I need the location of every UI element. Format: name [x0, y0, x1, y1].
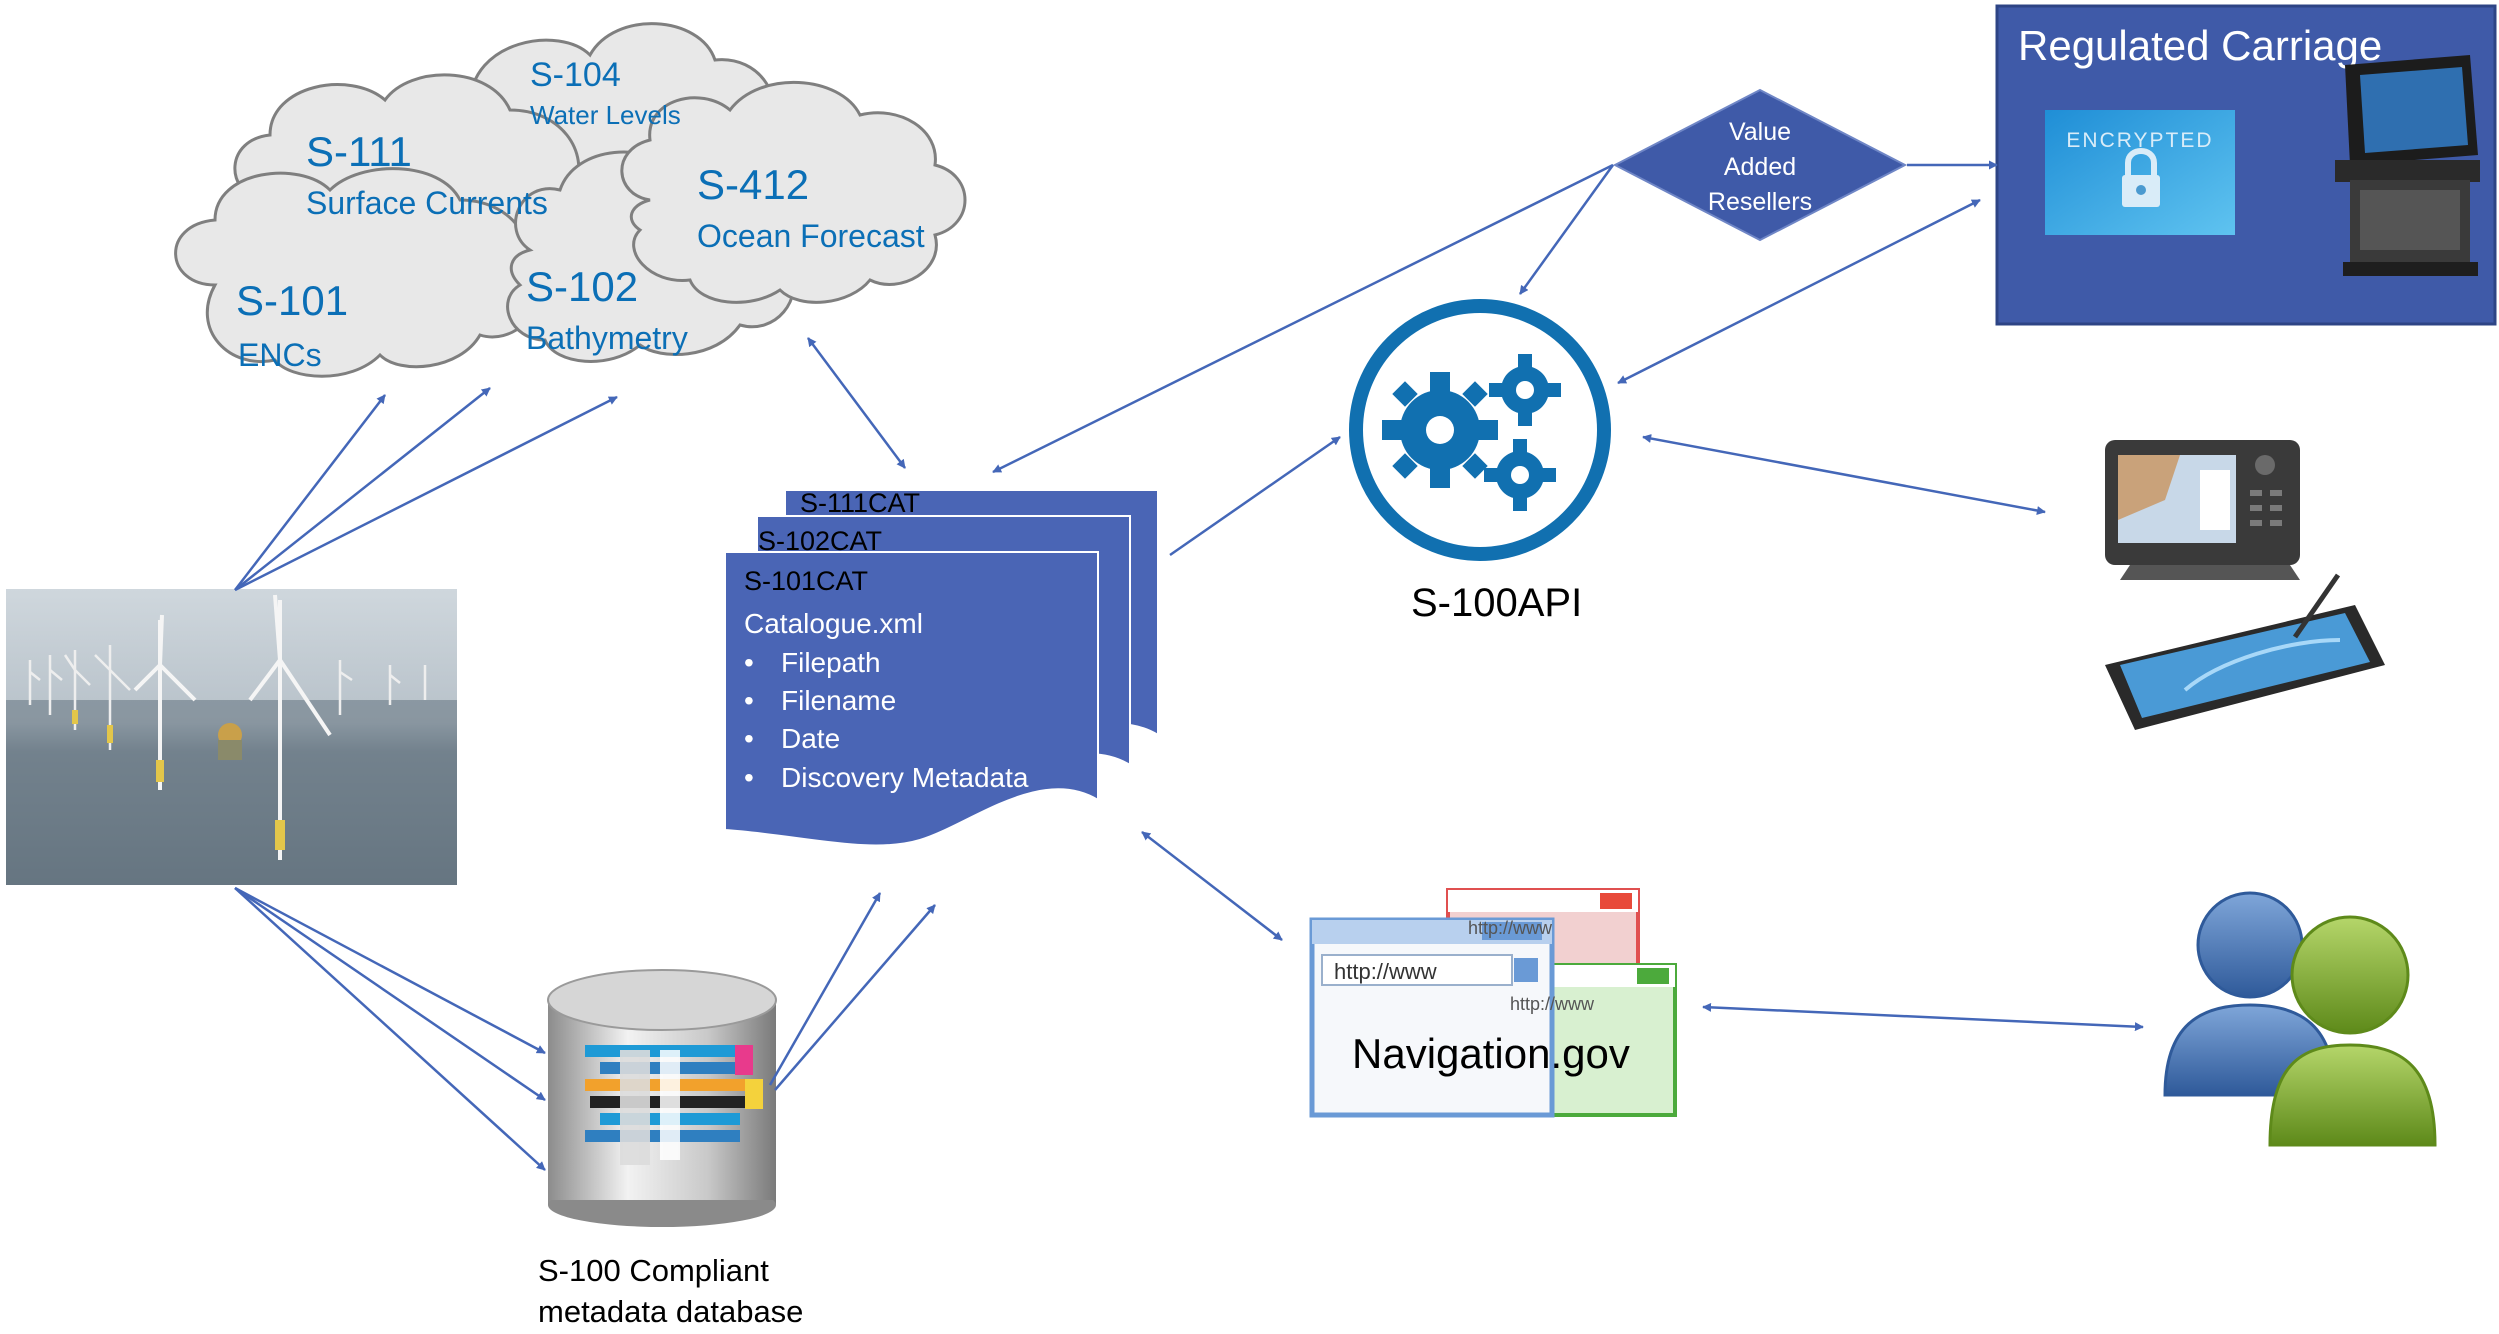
diamond-line-added: Added	[1724, 153, 1796, 181]
catalogue-bullet: •	[744, 762, 754, 793]
lock-icon	[2045, 110, 2235, 235]
arrow-photo-to-db-3	[234, 887, 546, 1171]
arrow-web-users	[1702, 1002, 2144, 1032]
browser-url-main: http://www	[1334, 959, 1437, 984]
arrow-catalogue-web	[1141, 831, 1283, 941]
arrow-diamond-to-api	[1518, 164, 1615, 295]
arrow-catalogue-to-api	[1169, 435, 1341, 557]
cloud-s412-name: Ocean Forecast	[697, 218, 925, 254]
regulated-carriage-title: Regulated Carriage	[2018, 22, 2382, 69]
database-label-line1: S-100 Compliant	[538, 1253, 769, 1288]
cloud-s101-name: ENCs	[238, 337, 322, 373]
arrow-db-to-catalogue-1	[768, 892, 882, 1086]
arrow-diamond-to-catalogue	[992, 163, 1614, 474]
catalogue-item-discovery-metadata: Discovery Metadata	[781, 762, 1029, 793]
cloud-s102-code: S-102	[526, 263, 638, 310]
ecdis-console-icon	[2335, 55, 2480, 276]
cloud-s412-code: S-412	[697, 161, 809, 208]
arrow-photo-to-s102b	[234, 395, 618, 592]
cloud-s104-code: S-104	[530, 56, 621, 94]
database-icon	[547, 969, 777, 1227]
cloud-s104-name: Water Levels	[530, 100, 681, 130]
tablet-icon	[2105, 573, 2385, 730]
arrow-db-to-catalogue-2	[774, 904, 936, 1091]
browser-url-green: http://www	[1510, 994, 1595, 1014]
catalogue-item-filepath: Filepath	[781, 647, 881, 678]
arrow-photo-to-db-2	[234, 886, 546, 1102]
navigation-gov-label: Navigation.gov	[1352, 1030, 1630, 1077]
database-label-line2: metadata database	[538, 1294, 803, 1329]
cloud-s111-code: S-111	[306, 128, 412, 175]
wind-farm-photo	[6, 589, 457, 885]
arrow-api-regulated	[1617, 198, 1981, 385]
browser-url-red: http://www	[1468, 918, 1553, 938]
cloud-s102-name: Bathymetry	[526, 320, 688, 356]
catalogue-bullet: •	[744, 647, 754, 678]
arrow-photo-to-db-1	[234, 886, 546, 1055]
catalogue-stack	[724, 489, 1159, 847]
catalogue-page-s102cat: S-102CAT	[758, 526, 882, 556]
api-label: S-100API	[1411, 581, 1582, 625]
browser-windows-icon	[1309, 888, 1677, 1118]
catalogue-bullet: •	[744, 685, 754, 716]
arrow-clouds-catalogue	[806, 337, 907, 469]
cloud-s111-name: Surface Currents	[306, 185, 548, 221]
catalogue-title: Catalogue.xml	[744, 608, 923, 639]
catalogue-item-filename: Filename	[781, 685, 896, 716]
catalogue-page-s111cat: S-111CAT	[800, 488, 920, 518]
diamond-line-resellers: Resellers	[1708, 188, 1812, 216]
encrypted-text: ENCRYPTED	[2066, 129, 2213, 152]
catalogue-item-date: Date	[781, 723, 840, 754]
cloud-s101-code: S-101	[236, 277, 348, 324]
catalogue-bullet: •	[744, 723, 754, 754]
gears-icon	[1349, 299, 1611, 561]
diamond-line-value: Value	[1729, 118, 1791, 146]
catalogue-page-s101cat: S-101CAT	[744, 566, 868, 596]
arrow-api-plotter	[1642, 434, 2046, 515]
users-icon	[2163, 891, 2437, 1147]
cloud-s412	[620, 81, 967, 304]
chart-plotter-icon	[2105, 440, 2300, 580]
connector-arrows	[234, 160, 2144, 1171]
arrow-photo-to-s102	[234, 387, 491, 591]
arrow-photo-to-s101	[234, 394, 386, 591]
